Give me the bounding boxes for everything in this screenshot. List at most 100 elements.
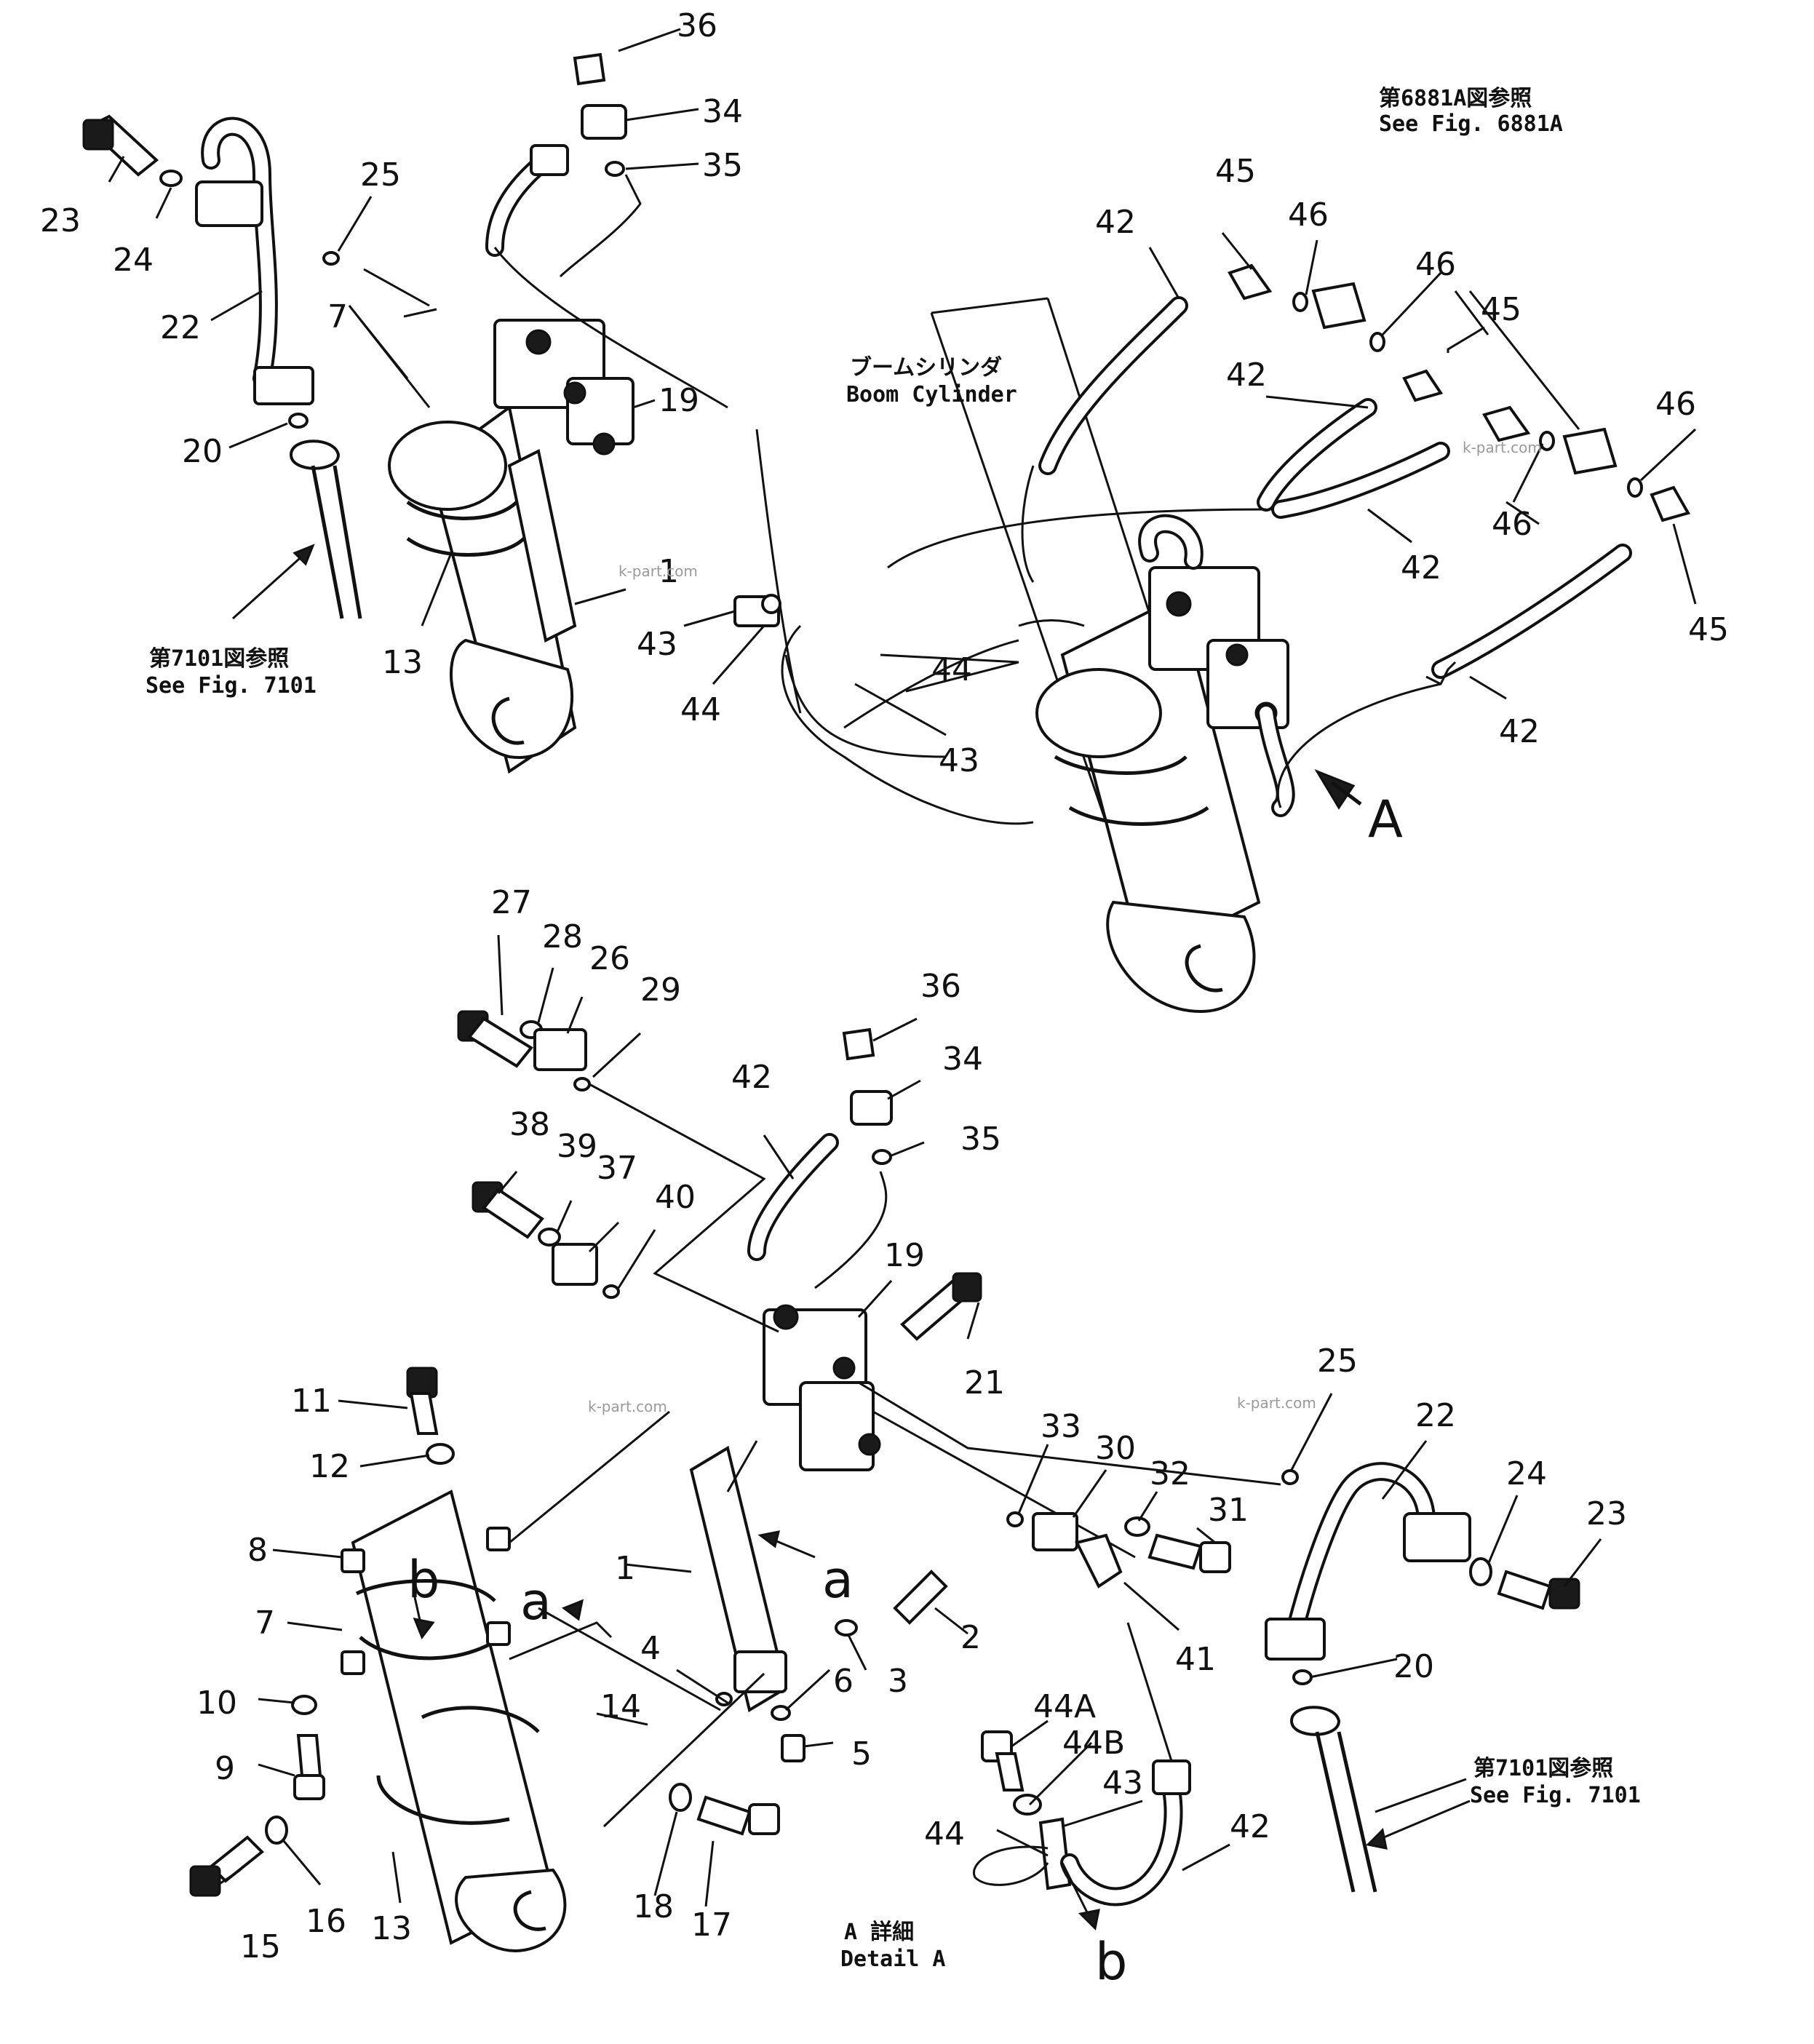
callout-42d: 42 xyxy=(1499,713,1540,750)
callout-13: 13 xyxy=(382,644,423,681)
ref-boom-jp: ブームシリンダ xyxy=(850,355,1002,381)
watermark: k-part.com xyxy=(1463,439,1542,456)
callout-42b: 42 xyxy=(1226,357,1267,394)
callout-b-31: 31 xyxy=(1208,1492,1249,1529)
callout-b-40: 40 xyxy=(655,1179,696,1216)
callout-b-3: 3 xyxy=(888,1663,908,1700)
letter-b-clamp: b xyxy=(407,1550,439,1610)
letter-a-bracket: a xyxy=(822,1550,854,1610)
callout-b-11: 11 xyxy=(291,1383,332,1420)
callout-b-35: 35 xyxy=(960,1121,1001,1158)
callout-b-26: 26 xyxy=(589,940,630,977)
callout-23: 23 xyxy=(40,202,81,239)
callout-42c: 42 xyxy=(1401,549,1441,586)
view-arrow-label: A xyxy=(1368,790,1403,849)
callout-b-1: 1 xyxy=(615,1550,635,1587)
callout-b-22: 22 xyxy=(1415,1397,1456,1434)
callout-20: 20 xyxy=(182,433,223,470)
callout-b-18: 18 xyxy=(633,1888,674,1925)
detail-a-jp: A 詳細 xyxy=(844,1920,914,1945)
callout-b-39: 39 xyxy=(557,1128,597,1165)
callout-45: 45 xyxy=(1215,153,1256,190)
ref-boom-en: Boom Cylinder xyxy=(846,382,1017,407)
watermark: k-part.com xyxy=(588,1398,667,1415)
callout-45b: 45 xyxy=(1481,291,1521,328)
leader-lines xyxy=(108,28,1697,1931)
callout-b-34: 34 xyxy=(942,1041,983,1078)
callout-b-4: 4 xyxy=(640,1630,661,1667)
watermarks: k-part.com k-part.com k-part.com k-part.… xyxy=(588,439,1542,1415)
callout-35: 35 xyxy=(702,147,743,184)
top-callouts: 36 34 35 23 24 25 22 7 19 20 13 1 43 44 … xyxy=(40,7,1729,779)
callout-b-5: 5 xyxy=(851,1735,872,1773)
callout-b-42: 42 xyxy=(731,1059,772,1096)
callout-46d: 46 xyxy=(1655,386,1696,423)
callout-b-29: 29 xyxy=(640,971,681,1009)
callout-22: 22 xyxy=(160,309,201,346)
ref-6881-en: See Fig. 6881A xyxy=(1379,111,1563,137)
callout-46b: 46 xyxy=(1415,246,1456,283)
callout-b-21: 21 xyxy=(964,1364,1005,1401)
callout-b-43: 43 xyxy=(1102,1765,1143,1802)
callout-7: 7 xyxy=(327,298,348,335)
callout-b-44B: 44B xyxy=(1062,1725,1125,1762)
callout-45c: 45 xyxy=(1688,611,1729,648)
ref-7101-en-bottom: See Fig. 7101 xyxy=(1470,1783,1641,1808)
callout-b-37: 37 xyxy=(597,1150,637,1187)
callout-46: 46 xyxy=(1288,196,1329,234)
top-right-cylinder-assembly xyxy=(781,263,1691,1014)
callout-44b: 44 xyxy=(931,651,972,688)
ref-6881-jp: 第6881A図参照 xyxy=(1379,86,1532,111)
callout-b-10: 10 xyxy=(196,1685,237,1722)
callout-b-12: 12 xyxy=(309,1448,350,1485)
bottom-detail-assembly xyxy=(189,1010,1580,1952)
bottom-callouts: 27 28 26 29 36 42 34 35 38 39 37 40 19 2… xyxy=(196,884,1627,1965)
letter-a-clamp: a xyxy=(520,1572,552,1631)
callout-36: 36 xyxy=(677,7,717,44)
callout-b-27: 27 xyxy=(491,884,532,921)
callout-34: 34 xyxy=(702,93,743,130)
callout-b-7: 7 xyxy=(255,1604,275,1642)
top-references: ブームシリンダ Boom Cylinder 第6881A図参照 See Fig.… xyxy=(146,86,1563,849)
ref-7101-jp-bottom: 第7101図参照 xyxy=(1473,1756,1613,1781)
callout-43b: 43 xyxy=(939,742,979,779)
callout-46c: 46 xyxy=(1492,506,1532,543)
ref-7101-jp-top: 第7101図参照 xyxy=(149,646,289,672)
callout-19: 19 xyxy=(659,382,699,419)
callout-b-42b: 42 xyxy=(1230,1808,1270,1845)
callout-b-2: 2 xyxy=(960,1619,981,1656)
callout-b-33: 33 xyxy=(1041,1408,1081,1445)
callout-b-24: 24 xyxy=(1506,1455,1547,1492)
watermark: k-part.com xyxy=(618,562,698,580)
callout-43: 43 xyxy=(637,626,677,663)
callout-b-13: 13 xyxy=(371,1910,412,1947)
callout-b-41: 41 xyxy=(1175,1641,1216,1678)
callout-b-20: 20 xyxy=(1393,1648,1434,1685)
callout-b-44: 44 xyxy=(924,1816,965,1853)
callout-b-44A: 44A xyxy=(1033,1688,1096,1725)
callout-1: 1 xyxy=(659,553,679,590)
callout-b-32: 32 xyxy=(1150,1455,1190,1492)
top-left-cylinder-assembly xyxy=(82,52,947,774)
callout-24: 24 xyxy=(113,242,154,279)
callout-b-38: 38 xyxy=(509,1106,550,1143)
callout-b-19: 19 xyxy=(884,1237,925,1274)
watermark: k-part.com xyxy=(1237,1394,1316,1412)
callout-b-8: 8 xyxy=(247,1532,268,1569)
callout-b-16: 16 xyxy=(306,1903,346,1940)
callout-b-30: 30 xyxy=(1095,1430,1136,1467)
callout-25: 25 xyxy=(360,156,401,194)
callout-b-9: 9 xyxy=(215,1750,235,1787)
ref-7101-en-top: See Fig. 7101 xyxy=(146,673,317,699)
callout-b-36: 36 xyxy=(920,968,961,1005)
callout-b-23: 23 xyxy=(1586,1495,1627,1532)
callout-b-6: 6 xyxy=(833,1663,854,1700)
detail-a-en: Detail A xyxy=(840,1946,946,1972)
callout-b-14: 14 xyxy=(600,1688,641,1725)
callout-b-15: 15 xyxy=(240,1928,281,1965)
callout-b-17: 17 xyxy=(691,1906,732,1944)
callout-b-25: 25 xyxy=(1317,1343,1358,1380)
letter-b-clip: b xyxy=(1095,1932,1127,1992)
bottom-references: b a a b 第7101図参照 See Fig. 7101 A 詳細 Deta… xyxy=(407,1550,1641,1992)
